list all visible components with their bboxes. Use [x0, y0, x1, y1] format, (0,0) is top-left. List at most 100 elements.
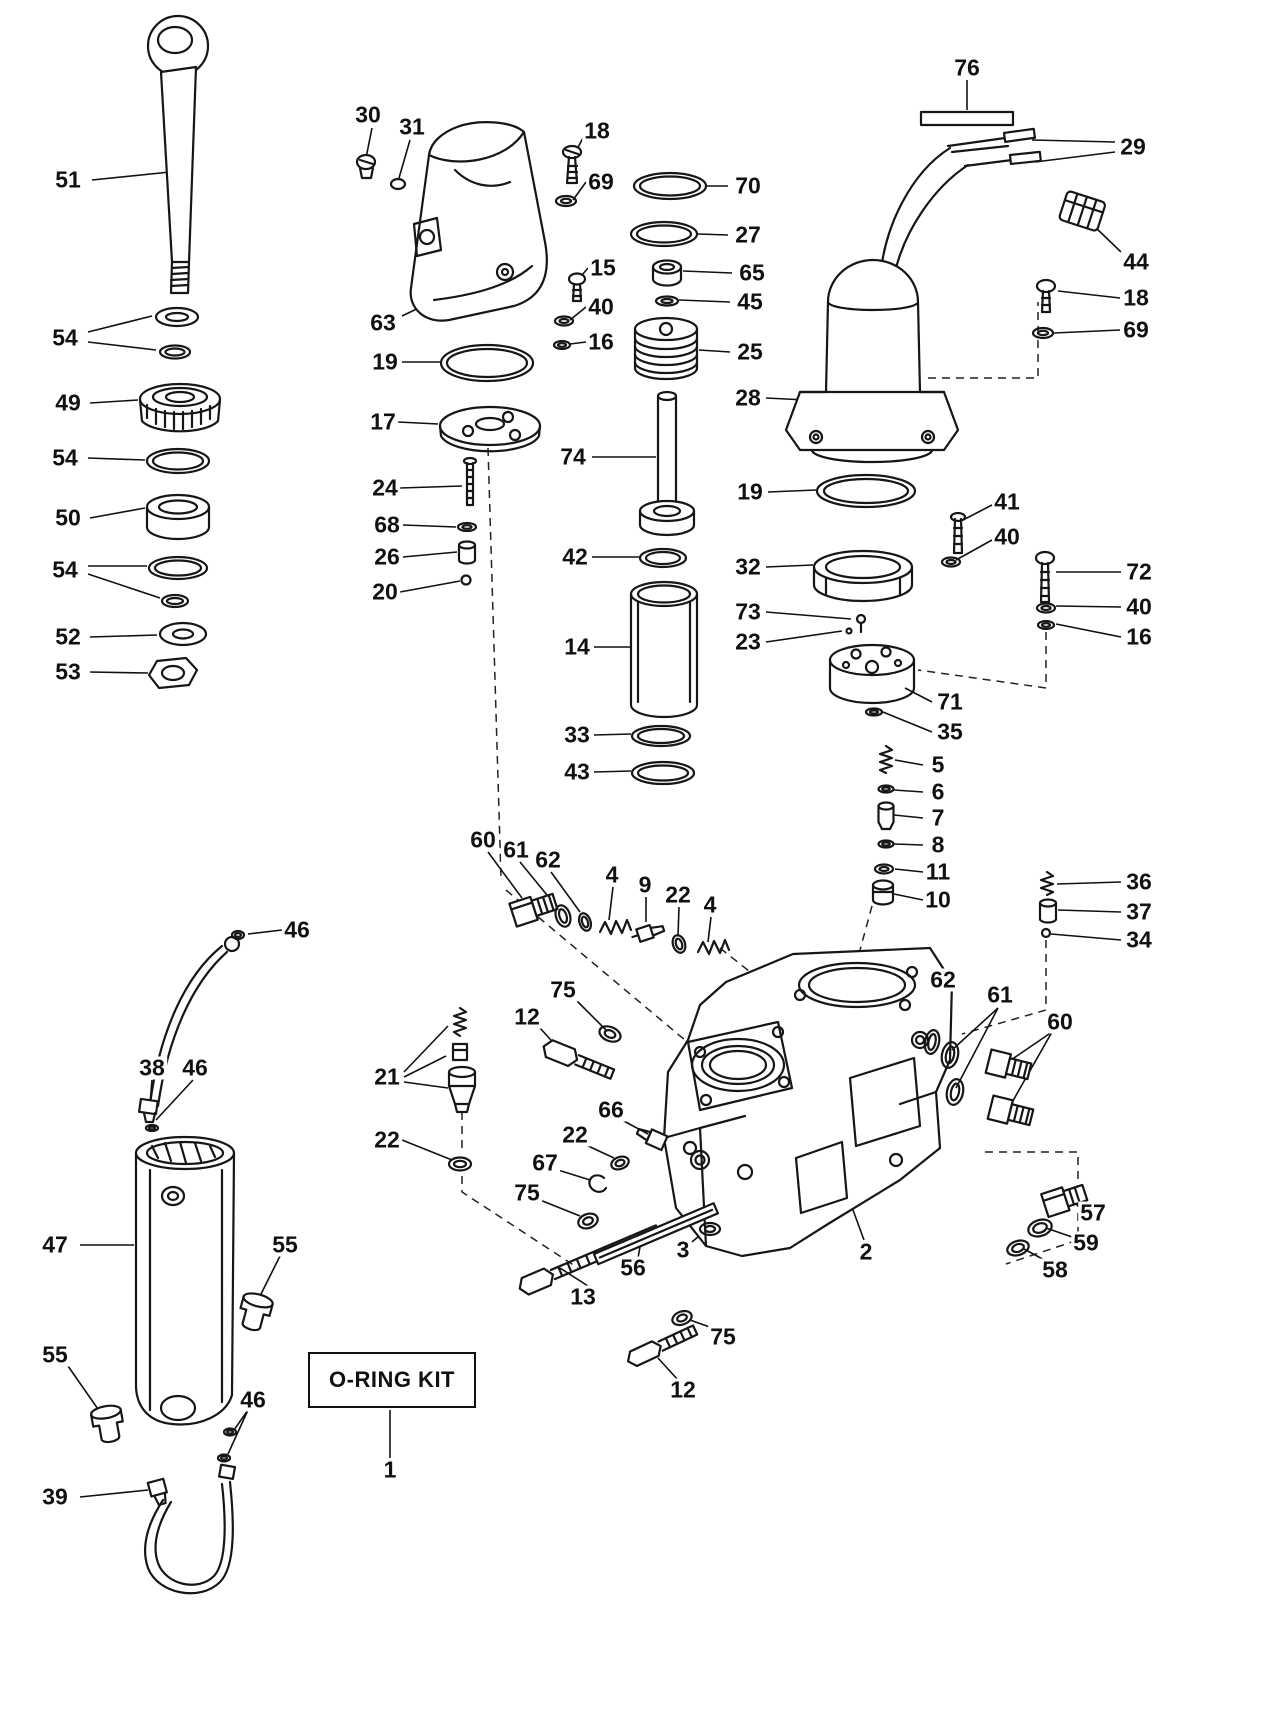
- part-callout-55: 55: [40, 1341, 70, 1368]
- part-61-oring-body-a: [940, 1041, 960, 1069]
- part-4-spring-b: [696, 938, 731, 956]
- part-callout-62: 62: [928, 966, 958, 993]
- part-19-oring-cover: [439, 343, 535, 383]
- part-43-oring: [630, 760, 696, 786]
- part-16-washer: [552, 339, 572, 351]
- part-56-tube: [592, 1202, 720, 1266]
- part-63-manifold-cover: [409, 121, 548, 322]
- part-60-fitting-body-b: [986, 1094, 1035, 1127]
- part-callout-19: 19: [735, 478, 765, 505]
- part-callout-46: 46: [282, 916, 312, 943]
- part-54-oring-lower: [147, 555, 209, 609]
- o-ring-kit-box: O-RING KIT: [308, 1352, 476, 1408]
- part-49-end-cap: [138, 382, 222, 433]
- part-5-spring: [878, 744, 894, 775]
- part-34-ball: [1040, 927, 1052, 939]
- part-24-screw: [462, 456, 478, 507]
- part-callout-29: 29: [1118, 133, 1148, 160]
- part-callout-7: 7: [929, 804, 947, 831]
- part-callout-9: 9: [636, 871, 654, 898]
- part-callout-22: 22: [663, 881, 693, 908]
- part-callout-67: 67: [530, 1149, 560, 1176]
- part-callout-34: 34: [1124, 926, 1154, 953]
- part-callout-12: 12: [512, 1003, 542, 1030]
- part-callout-6: 6: [929, 778, 947, 805]
- part-callout-35: 35: [935, 718, 965, 745]
- part-callout-69: 69: [1121, 316, 1151, 343]
- part-callout-50: 50: [53, 504, 83, 531]
- part-callout-54: 54: [50, 444, 80, 471]
- part-callout-69: 69: [586, 168, 616, 195]
- part-callout-49: 49: [53, 389, 83, 416]
- part-callout-38: 38: [137, 1054, 167, 1081]
- part-47-trim-cylinder: [134, 1135, 236, 1426]
- part-52-washer: [158, 621, 208, 647]
- part-callout-2: 2: [857, 1238, 875, 1265]
- part-callout-59: 59: [1071, 1229, 1101, 1256]
- part-23-ball: [845, 627, 853, 635]
- part-16-washer-2: [1036, 619, 1056, 631]
- part-callout-51: 51: [53, 166, 83, 193]
- part-30-screw: [355, 153, 377, 180]
- part-callout-37: 37: [1124, 898, 1154, 925]
- part-70-oring: [632, 171, 708, 201]
- part-callout-45: 45: [735, 288, 765, 315]
- part-53-nut: [147, 656, 199, 690]
- part-69-washer: [554, 194, 578, 208]
- part-75-washer-a: [598, 1025, 622, 1043]
- part-59-oring: [1027, 1218, 1053, 1238]
- part-callout-47: 47: [40, 1231, 70, 1258]
- part-51-tilt-rod: [146, 14, 210, 295]
- part-callout-22: 22: [372, 1126, 402, 1153]
- part-40-washer-3: [1035, 602, 1057, 614]
- part-callout-65: 65: [737, 259, 767, 286]
- part-callout-25: 25: [735, 338, 765, 365]
- part-42-oring: [638, 547, 688, 569]
- part-callout-10: 10: [923, 886, 953, 913]
- o-ring-kit-label: O-RING KIT: [329, 1367, 455, 1392]
- part-76-data-plate: [919, 110, 1015, 127]
- part-31-oring: [389, 177, 407, 191]
- part-callout-23: 23: [733, 628, 763, 655]
- part-58-oring: [1006, 1239, 1030, 1257]
- part-26-sleeve: [457, 540, 477, 565]
- part-39-hose-loop: [144, 1463, 237, 1595]
- part-3-washer: [698, 1221, 722, 1237]
- part-46-orings-c: [216, 1427, 238, 1463]
- part-37-sleeve: [1038, 898, 1058, 924]
- part-38-fitting: [138, 1097, 159, 1124]
- part-callout-15: 15: [588, 254, 618, 281]
- part-28-electric-motor: [784, 258, 960, 464]
- part-72-screw: [1034, 550, 1056, 604]
- part-callout-28: 28: [733, 384, 763, 411]
- part-25-ribbed-piston: [633, 316, 699, 381]
- part-32-adapter-ring: [812, 549, 914, 603]
- part-callout-4: 4: [603, 861, 621, 888]
- part-27-oring: [629, 220, 699, 248]
- part-75-washer-b: [577, 1212, 599, 1230]
- part-callout-62: 62: [533, 846, 563, 873]
- part-8-oring: [877, 839, 895, 849]
- part-callout-27: 27: [733, 221, 763, 248]
- part-21-valve-assembly: [447, 1006, 477, 1114]
- part-callout-16: 16: [1124, 623, 1154, 650]
- part-callout-40: 40: [1124, 593, 1154, 620]
- part-6-oring: [877, 784, 895, 794]
- part-18-screw-motor: [1035, 278, 1057, 314]
- part-61-oring-body-b: [945, 1078, 965, 1106]
- part-11-oring: [873, 863, 895, 875]
- part-65-cap: [651, 259, 683, 287]
- part-35-oring: [864, 707, 884, 717]
- part-22-oring-66: [610, 1155, 630, 1171]
- part-9-valve: [631, 924, 666, 943]
- part-50-piston: [145, 493, 211, 541]
- part-62-oring-row: [577, 912, 593, 932]
- part-73-pin: [855, 613, 867, 634]
- part-callout-39: 39: [40, 1483, 70, 1510]
- part-callout-73: 73: [733, 598, 763, 625]
- part-callout-43: 43: [562, 758, 592, 785]
- part-55-bushing-b: [90, 1404, 124, 1444]
